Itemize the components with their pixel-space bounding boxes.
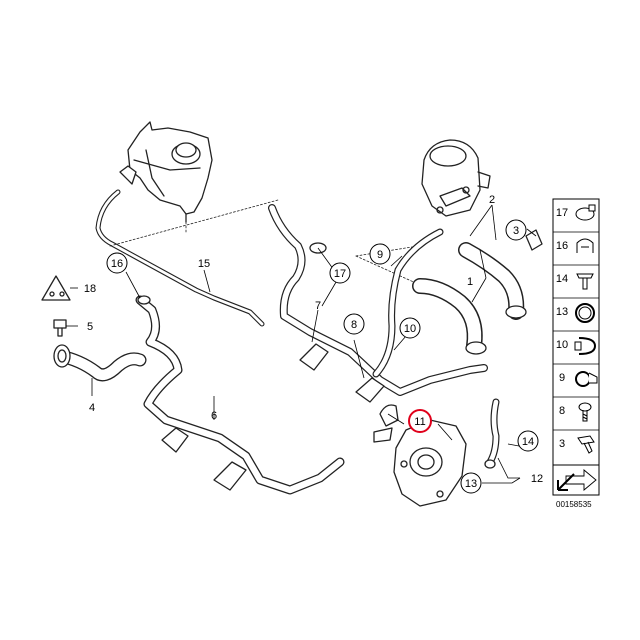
callout-label: 16 [111, 258, 123, 270]
legend-number: 13 [556, 306, 568, 318]
view-arrow-icon [552, 464, 600, 496]
catalog-number: 00158535 [556, 500, 592, 509]
callout-3: 3 [505, 219, 527, 241]
hex-bolt-icon [577, 435, 595, 454]
warning-label-18 [41, 275, 71, 301]
expansion-rivet-5 [53, 319, 67, 337]
legend-number: 8 [559, 405, 565, 417]
callout-label: 14 [522, 436, 534, 448]
callout-label: 2 [489, 194, 495, 206]
callout-2: 2 [489, 194, 495, 206]
callout-label: 18 [84, 283, 96, 295]
callout-ring [517, 430, 539, 452]
hose-7 [268, 204, 488, 403]
water-pump [373, 404, 467, 507]
callout-6: 6 [211, 410, 217, 422]
callout-label: 6 [211, 410, 217, 422]
callout-ring [343, 313, 365, 335]
legend-row: 3 [553, 429, 599, 454]
callout-18: 18 [84, 283, 96, 295]
legend-number: 3 [559, 438, 565, 450]
hose-4 [53, 344, 147, 382]
callout-label: 9 [377, 249, 383, 261]
callout-ring [460, 472, 482, 494]
callout-ring [505, 219, 527, 241]
hose-1 [412, 229, 543, 355]
o-ring-icon [575, 303, 595, 323]
callout-8: 8 [343, 313, 365, 335]
legend-number: 9 [559, 372, 565, 384]
callout-label: 1 [467, 276, 473, 288]
hose-clip-icon [574, 337, 597, 355]
callout-ring [399, 317, 421, 339]
callout-label: 10 [404, 323, 416, 335]
legend-row: 17 [556, 204, 596, 221]
highlight-ring [408, 409, 432, 433]
callout-4: 4 [89, 402, 95, 414]
legend-row: 10 [553, 330, 599, 355]
callout-14: 14 [517, 430, 539, 452]
legend-row: 13 [553, 297, 599, 323]
parts-legend: 17 16 14 13 10 9 8 3 [552, 198, 600, 496]
hose-clamp-icon [575, 204, 596, 221]
callout-15: 15 [198, 258, 210, 270]
callout-label: 4 [89, 402, 95, 414]
callout-label: 17 [334, 268, 346, 280]
screw-icon [578, 402, 592, 422]
callout-1: 1 [467, 276, 473, 288]
callout-11: 11 [408, 409, 432, 433]
hose-15 [95, 189, 265, 327]
legend-number: 17 [556, 207, 568, 219]
clamp-icon [575, 371, 598, 387]
legend-row: 8 [553, 396, 599, 422]
legend-number: 10 [556, 339, 568, 351]
auxiliary-water-pump [421, 139, 491, 217]
callout-ring [106, 252, 128, 274]
callout-7: 7 [315, 300, 321, 312]
expansion-rivet-icon [576, 273, 594, 290]
callout-label: 15 [198, 258, 210, 270]
callout-5: 5 [87, 321, 93, 333]
callout-label: 3 [513, 225, 519, 237]
hose-9 [372, 228, 444, 378]
expansion-tank [119, 121, 213, 223]
callout-label: 5 [87, 321, 93, 333]
hose-14 [484, 398, 500, 469]
callout-ring [369, 243, 391, 265]
legend-number: 16 [556, 240, 568, 252]
callout-label: 12 [531, 473, 543, 485]
callout-10: 10 [399, 317, 421, 339]
hose-6 [135, 295, 345, 495]
legend-row: 16 [553, 231, 599, 253]
callout-9: 9 [369, 243, 391, 265]
callout-label: 8 [351, 319, 357, 331]
legend-number: 14 [556, 273, 568, 285]
callout-label: 13 [465, 478, 477, 490]
callout-16: 16 [106, 252, 128, 274]
callout-13: 13 [460, 472, 482, 494]
callout-17: 17 [329, 262, 351, 284]
callout-12: 12 [531, 473, 543, 485]
legend-row: 14 [553, 264, 599, 290]
callout-label: 11 [414, 416, 425, 428]
legend-row: 9 [553, 363, 599, 387]
spring-clip-icon [576, 238, 594, 253]
callout-label: 7 [315, 300, 321, 312]
callout-ring [329, 262, 351, 284]
